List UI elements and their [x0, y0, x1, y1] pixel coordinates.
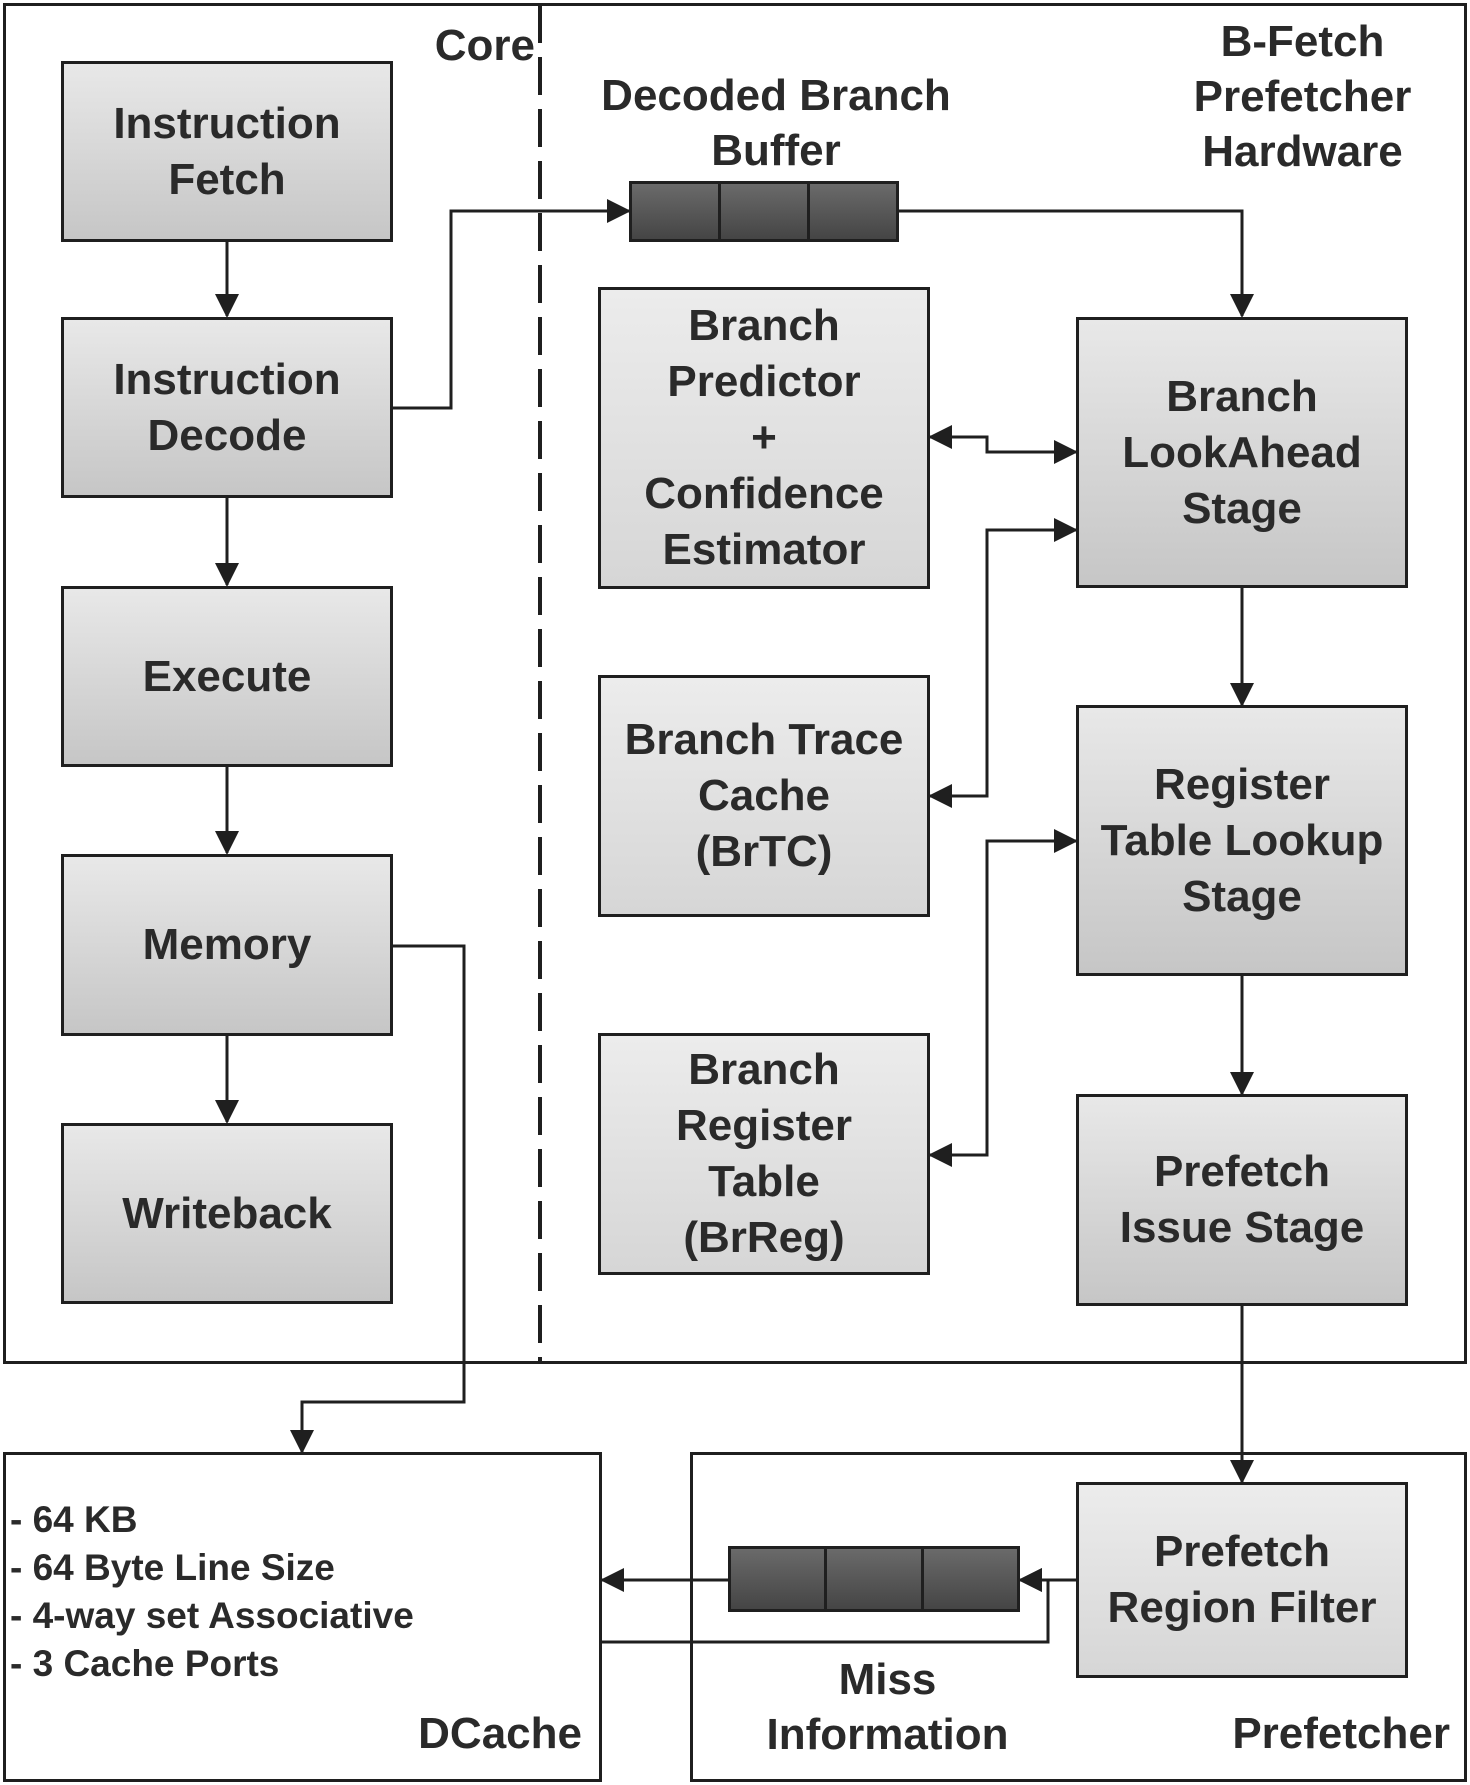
branch-lookahead-stage-box: Branch LookAhead Stage	[1076, 317, 1408, 588]
memory-box: Memory	[61, 854, 393, 1036]
dcache-spec-associativity: - 4-way set Associative	[10, 1595, 414, 1636]
core-bfetch-frame	[3, 3, 1467, 1364]
dcache-spec-size: - 64 KB	[10, 1499, 138, 1540]
prefetcher-frame	[690, 1452, 1467, 1782]
arrow-decode-buffer	[393, 199, 631, 410]
dcache-label: DCache	[418, 1709, 582, 1758]
queue-slot	[721, 184, 810, 239]
dcache-frame	[3, 1452, 602, 1782]
execute-box: Execute	[61, 586, 393, 767]
prefetcher-label: Prefetcher	[1232, 1709, 1450, 1758]
branch-trace-cache-box: Branch Trace Cache (BrTC)	[598, 675, 930, 917]
arrow-buffer-lookahead	[899, 209, 1254, 318]
decoded-branch-buffer-label: Decoded Branch Buffer	[601, 71, 951, 175]
queue-slot	[810, 184, 896, 239]
instruction-decode-box: Instruction Decode	[61, 317, 393, 498]
queue-slot	[923, 1549, 1017, 1609]
prefetch-region-filter-box: Prefetch Region Filter	[1076, 1482, 1408, 1678]
prefetch-issue-stage-box: Prefetch Issue Stage	[1076, 1094, 1408, 1306]
dcache-spec-line-size: - 64 Byte Line Size	[10, 1547, 335, 1588]
arrow-dcache-missinfo	[602, 1568, 1050, 1644]
writeback-box: Writeback	[61, 1123, 393, 1304]
miss-information-queue	[728, 1546, 1020, 1612]
branch-predictor-box: Branch Predictor + Confidence Estimator	[598, 287, 930, 589]
arrow-memory-dcache	[290, 944, 466, 1454]
instruction-fetch-box: Instruction Fetch	[61, 61, 393, 242]
branch-register-table-box: Branch Register Table (BrReg)	[598, 1033, 930, 1275]
queue-slot	[827, 1549, 924, 1609]
queue-slot	[632, 184, 721, 239]
register-table-lookup-stage-box: Register Table Lookup Stage	[1076, 705, 1408, 976]
bfetch-label: B-Fetch Prefetcher Hardware	[1193, 17, 1412, 176]
core-label: Core	[434, 21, 535, 70]
arrow-predictor-lookahead	[985, 437, 1078, 464]
miss-information-label: Miss Information	[766, 1655, 1009, 1759]
dcache-spec-ports: - 3 Cache Ports	[10, 1643, 280, 1684]
arrow-brtc-lookahead	[985, 518, 1078, 796]
decoded-branch-buffer-queue	[629, 181, 899, 242]
queue-slot	[731, 1549, 828, 1609]
dcache-specs-list: - 64 KB - 64 Byte Line Size - 4-way set …	[10, 1496, 414, 1688]
arrow-brreg-regtable	[985, 829, 1078, 1155]
